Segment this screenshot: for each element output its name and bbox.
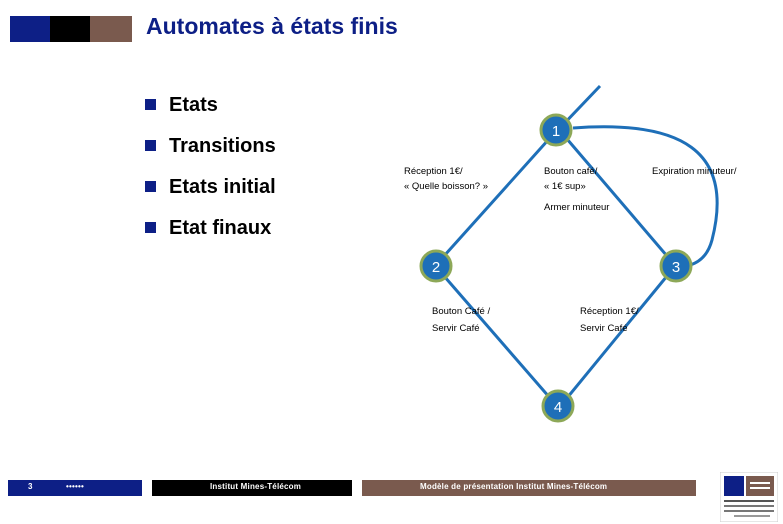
footer-bar-black — [152, 480, 352, 496]
bullet-item: Etats initial — [145, 175, 276, 216]
state-label: 4 — [554, 399, 562, 416]
footer-organization: Institut Mines-Télécom — [210, 482, 302, 491]
institute-logo-icon — [720, 472, 778, 522]
bullet-list: Etats Transitions Etats initial Etat fin… — [145, 93, 276, 257]
edge-3-4 — [565, 275, 669, 399]
state-node-3: 3 — [659, 249, 693, 283]
state-label: 1 — [552, 123, 560, 140]
slide-title: Automates à états finis — [146, 13, 398, 39]
edge-2-4 — [442, 275, 552, 399]
bullet-square-icon — [145, 181, 156, 192]
edge-label: Expiration minuteur/ — [652, 166, 737, 177]
footer-date: •••••• — [66, 482, 85, 491]
bullet-label: Etats initial — [169, 176, 276, 198]
edge-label: « Quelle boisson? » — [404, 181, 488, 192]
edge-label: Réception 1€/ — [580, 306, 639, 317]
edge-label: Armer minuteur — [544, 202, 609, 213]
bullet-label: Etat finaux — [169, 217, 272, 239]
edge-label: Bouton café/ — [544, 166, 598, 177]
footer-bar-blue — [8, 480, 142, 496]
edge-label: Servir Café — [432, 323, 480, 334]
state-node-1: 1 — [539, 113, 573, 147]
edge-1-2 — [442, 137, 551, 258]
bullet-square-icon — [145, 99, 156, 110]
state-label: 2 — [432, 259, 440, 276]
bullet-square-icon — [145, 222, 156, 233]
bullet-square-icon — [145, 140, 156, 151]
bullet-item: Transitions — [145, 134, 276, 175]
edge-label: Servir Café — [580, 323, 628, 334]
edge-label: « 1€ sup» — [544, 181, 586, 192]
footer-title: Modèle de présentation Institut Mines-Té… — [420, 482, 608, 491]
header-black-block — [50, 16, 90, 42]
edge-label: Réception 1€/ — [404, 166, 463, 177]
footer-bar-brown — [362, 480, 696, 496]
header-blue-block — [10, 16, 50, 42]
edge-3-1-loop — [572, 125, 719, 267]
edge-label: Bouton Café / — [432, 306, 490, 317]
state-label: 3 — [672, 259, 680, 276]
edge-1-3 — [565, 138, 669, 257]
state-node-2: 2 — [419, 249, 453, 283]
bullet-label: Etats — [169, 94, 218, 116]
bullet-label: Transitions — [169, 135, 276, 157]
bullet-item: Etat finaux — [145, 216, 276, 257]
page-number: 3 — [28, 482, 33, 491]
header-brown-block — [90, 16, 132, 42]
state-node-4: 4 — [541, 389, 575, 423]
bullet-item: Etats — [145, 93, 276, 134]
